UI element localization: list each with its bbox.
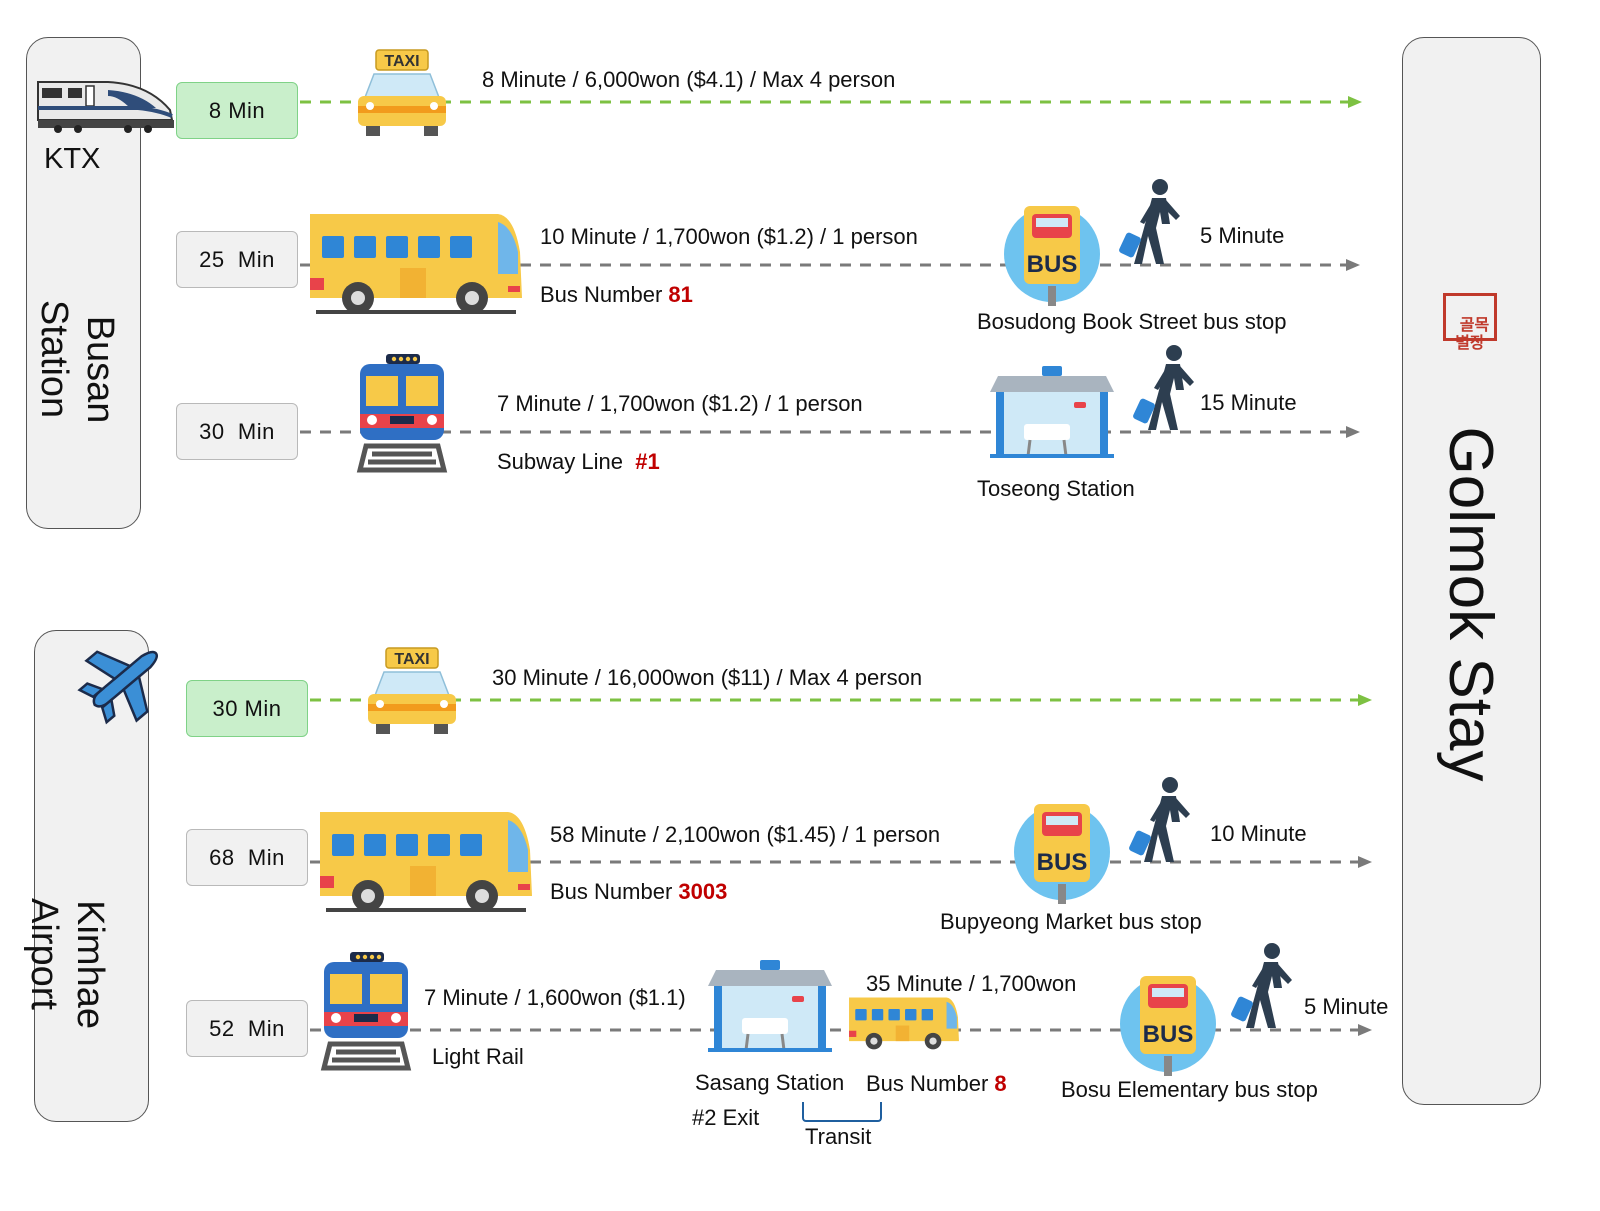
route6-light-rail: Light Rail <box>432 1044 524 1069</box>
route4-arrowhead <box>1358 694 1372 706</box>
city-bus-icon <box>318 810 534 916</box>
route2-walk-time: 5 Minute <box>1200 223 1285 248</box>
airplane-icon <box>77 636 168 726</box>
route1-arrowhead <box>1348 96 1362 108</box>
golmok-stay-panel <box>1402 37 1541 1105</box>
walking-traveler-icon <box>1116 178 1188 266</box>
route5-arrowhead <box>1358 856 1372 868</box>
small-bus-icon <box>848 996 960 1052</box>
route2-bus-number: Bus Number 81 <box>540 282 693 307</box>
route6-stop-name: Bosu Elementary bus stop <box>1061 1077 1318 1102</box>
route1-description: 8 Minute / 6,000won ($4.1) / Max 4 perso… <box>482 67 896 92</box>
bus-stop-sign-text: BUS <box>1027 251 1078 278</box>
walking-traveler-icon <box>1126 776 1198 864</box>
route3-walk-time: 15 Minute <box>1200 390 1297 415</box>
station-shelter-icon <box>990 366 1114 460</box>
route6-bus-description: 35 Minute / 1,700won <box>866 971 1077 996</box>
route6-arrowhead <box>1358 1024 1372 1036</box>
route4-time-box: 30 Min <box>186 680 308 737</box>
bus-stop-icon: BUS <box>1002 204 1102 306</box>
bus-stop-icon: BUS <box>1012 802 1112 904</box>
route5-stop-name: Bupyeong Market bus stop <box>940 909 1202 934</box>
ktx-train-icon <box>37 72 174 134</box>
route3-arrowhead <box>1346 426 1360 438</box>
route6-bus-number: Bus Number 8 <box>866 1071 1007 1096</box>
route5-description: 58 Minute / 2,100won ($1.45) / 1 person <box>550 822 941 847</box>
route5-walk-time: 10 Minute <box>1210 821 1307 846</box>
walking-traveler-icon <box>1130 344 1202 432</box>
ktx-label: KTX <box>44 143 101 175</box>
bus-stop-icon: BUS <box>1118 974 1218 1076</box>
city-bus-icon <box>308 212 524 318</box>
route2-stop-name: Bosudong Book Street bus stop <box>977 309 1287 334</box>
route3-description: 7 Minute / 1,700won ($1.2) / 1 person <box>497 391 863 416</box>
route6-time-box: 52 Min <box>186 1000 308 1057</box>
transit-bracket <box>802 1102 882 1122</box>
golmok-seal-icon: 골목 별장 <box>1443 293 1497 352</box>
route2-time-box: 25 Min <box>176 231 298 288</box>
route6-transit-label: Transit <box>805 1124 872 1149</box>
taxi-sign-text: TAXI <box>384 53 419 70</box>
route3-stop-name: Toseong Station <box>977 476 1135 501</box>
route5-time-box: 68 Min <box>186 829 308 886</box>
station-shelter-icon <box>708 960 832 1054</box>
route4-description: 30 Minute / 16,000won ($11) / Max 4 pers… <box>492 665 923 690</box>
taxi-icon: TAXI <box>352 48 452 138</box>
bus-stop-sign-text: BUS <box>1037 849 1088 876</box>
route6-transfer-exit: #2 Exit <box>692 1105 760 1130</box>
walking-traveler-icon <box>1228 942 1300 1030</box>
taxi-sign-text: TAXI <box>394 651 429 668</box>
route2-description: 10 Minute / 1,700won ($1.2) / 1 person <box>540 224 918 249</box>
route6-walk-time: 5 Minute <box>1304 994 1389 1019</box>
route5-bus-number: Bus Number 3003 <box>550 879 728 904</box>
route6-description: 7 Minute / 1,600won ($1.1) <box>424 985 686 1010</box>
bus-stop-sign-text: BUS <box>1143 1021 1194 1048</box>
kimhae-airport-panel <box>34 630 149 1122</box>
route2-arrowhead <box>1346 259 1360 271</box>
taxi-icon: TAXI <box>362 646 462 736</box>
route6-transfer-station: Sasang Station <box>695 1070 845 1095</box>
light-rail-train-icon <box>320 952 412 1072</box>
subway-train-icon <box>356 354 448 474</box>
route1-time-box: 8 Min <box>176 82 298 139</box>
route3-time-box: 30 Min <box>176 403 298 460</box>
route3-subway-line: Subway Line #1 <box>497 449 660 474</box>
